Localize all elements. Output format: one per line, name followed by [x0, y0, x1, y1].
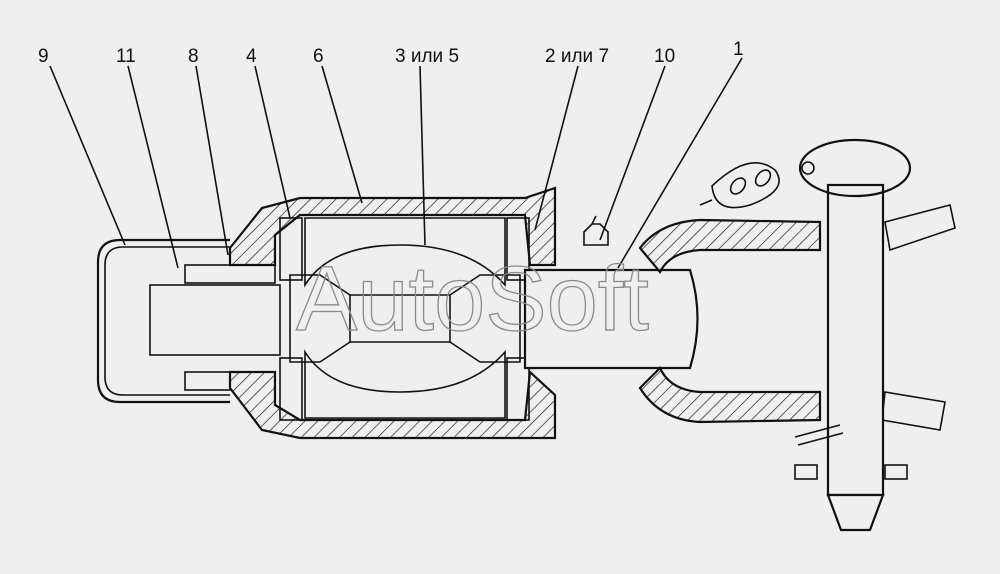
- chain-links: [699, 162, 780, 209]
- clevis-fork: [638, 204, 956, 431]
- callout-9: 9: [38, 46, 49, 67]
- callout-10: 10: [654, 46, 675, 67]
- washer-part-4: [279, 217, 303, 421]
- callout-2-or-7: 2 или 7: [545, 46, 609, 67]
- inner-shaft: [149, 274, 521, 363]
- rubber-insert-part-3-or-5: [304, 217, 506, 419]
- grease-fitting-part-10: [583, 215, 609, 246]
- callout-labels: 9 11 8 4 6 3 или 5 2 или 7 10 1: [38, 39, 744, 67]
- housing-part-6: [228, 186, 557, 440]
- callout-11: 11: [116, 46, 136, 67]
- callout-6: 6: [313, 46, 324, 67]
- callout-1: 1: [733, 39, 744, 60]
- leader-lines: [49, 57, 743, 269]
- callout-3-or-5: 3 или 5: [395, 46, 459, 67]
- watermark-text: AutoSoft: [296, 248, 649, 350]
- vertical-pin: [798, 138, 912, 532]
- cap-part-9: [96, 238, 230, 404]
- callout-4: 4: [246, 46, 257, 67]
- eye-pin-part-1: [523, 268, 699, 370]
- callout-8: 8: [188, 46, 199, 67]
- washer-part-2-or-7: [506, 217, 530, 421]
- cotter-pin: [794, 424, 908, 480]
